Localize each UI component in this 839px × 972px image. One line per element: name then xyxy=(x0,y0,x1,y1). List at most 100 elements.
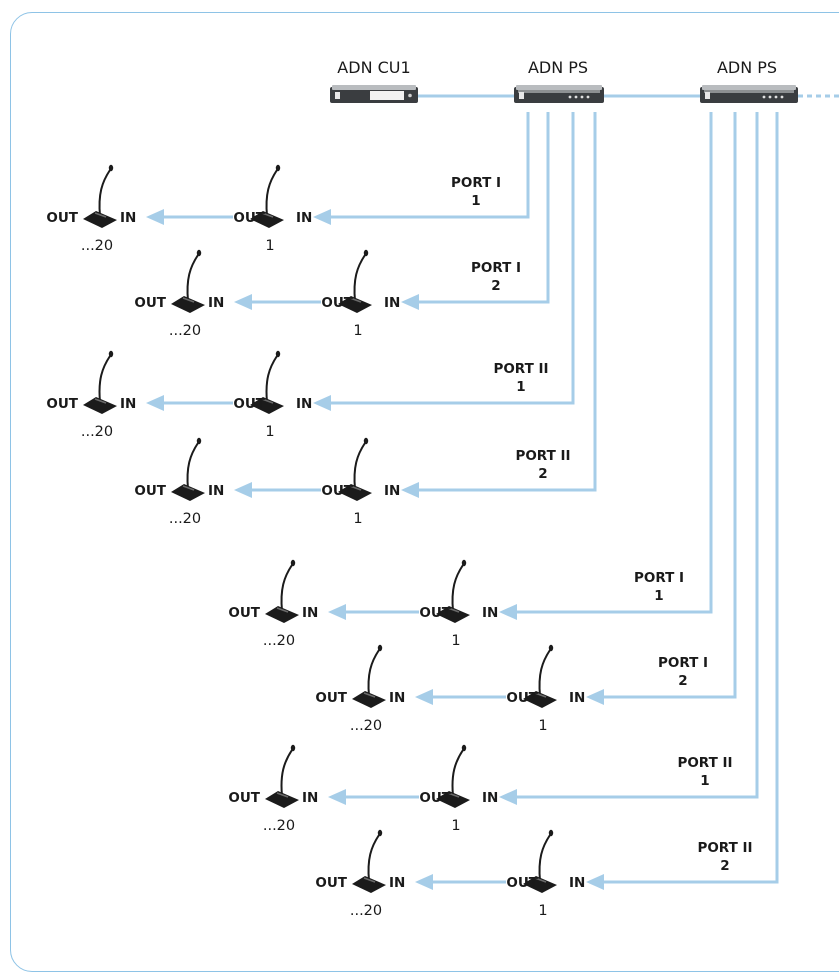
delegate-unit-8-last xyxy=(352,829,386,893)
unit-index-7-first: 1 xyxy=(451,818,460,834)
out-label-7b: OUT xyxy=(419,790,451,806)
unit-index-1-last: ...20 xyxy=(81,238,113,254)
device-label-ps1: ADN PS xyxy=(528,58,588,77)
out-label-4a: OUT xyxy=(134,483,166,499)
unit-index-6-first: 1 xyxy=(538,718,547,734)
arrow-in-6b xyxy=(586,689,604,705)
delegate-unit-2-last xyxy=(171,249,205,313)
in-label-3a: IN xyxy=(120,396,136,412)
delegate-unit-3-last xyxy=(83,350,117,414)
arrow-in-3a xyxy=(146,395,164,411)
unit-index-2-first: 1 xyxy=(353,323,362,339)
port-number-7: 1 xyxy=(700,773,709,789)
in-label-3b: IN xyxy=(296,396,312,412)
in-label-7a: IN xyxy=(302,790,318,806)
in-label-6a: IN xyxy=(389,690,405,706)
in-label-4b: IN xyxy=(384,483,400,499)
out-label-3a: OUT xyxy=(46,396,78,412)
port-cable-7 xyxy=(515,112,759,799)
port-label-8: PORT II xyxy=(697,840,752,856)
in-label-5a: IN xyxy=(302,605,318,621)
device-label-ps2: ADN PS xyxy=(717,58,777,77)
out-label-2a: OUT xyxy=(134,295,166,311)
in-label-7b: IN xyxy=(482,790,498,806)
out-label-8b: OUT xyxy=(506,875,538,891)
port-cable-6 xyxy=(602,112,737,699)
out-label-3b: OUT xyxy=(233,396,265,412)
arrow-in-8a xyxy=(415,874,433,890)
out-label-8a: OUT xyxy=(315,875,347,891)
in-label-1b: IN xyxy=(296,210,312,226)
delegate-unit-7-first xyxy=(436,744,470,808)
out-label-7a: OUT xyxy=(228,790,260,806)
arrow-in-7a xyxy=(328,789,346,805)
device-ps2 xyxy=(700,85,798,103)
in-label-8a: IN xyxy=(389,875,405,891)
out-label-1b: OUT xyxy=(233,210,265,226)
device-ps1 xyxy=(514,85,604,103)
unit-index-5-last: ...20 xyxy=(263,633,295,649)
delegate-unit-5-last xyxy=(265,559,299,623)
delegate-unit-4-first xyxy=(338,437,372,501)
delegate-unit-4-last xyxy=(171,437,205,501)
unit-index-5-first: 1 xyxy=(451,633,460,649)
arrow-in-2b xyxy=(401,294,419,310)
port-label-5: PORT I xyxy=(634,570,684,586)
device-cu1 xyxy=(330,85,418,103)
port-number-6: 2 xyxy=(678,673,687,689)
arrow-in-4b xyxy=(401,482,419,498)
unit-index-7-last: ...20 xyxy=(263,818,295,834)
delegate-unit-3-first xyxy=(250,350,284,414)
arrow-in-6a xyxy=(415,689,433,705)
out-label-5a: OUT xyxy=(228,605,260,621)
in-label-4a: IN xyxy=(208,483,224,499)
delegate-unit-6-last xyxy=(352,644,386,708)
port-cable-5 xyxy=(515,112,713,614)
unit-index-3-first: 1 xyxy=(265,424,274,440)
delegate-unit-5-first xyxy=(436,559,470,623)
unit-index-1-first: 1 xyxy=(265,238,274,254)
port-label-1: PORT I xyxy=(451,175,501,191)
out-label-5b: OUT xyxy=(419,605,451,621)
delegate-unit-6-first xyxy=(523,644,557,708)
in-label-8b: IN xyxy=(569,875,585,891)
port-cable-3 xyxy=(329,112,575,405)
in-label-6b: IN xyxy=(569,690,585,706)
unit-index-4-last: ...20 xyxy=(169,511,201,527)
port-label-7: PORT II xyxy=(677,755,732,771)
arrow-in-7b xyxy=(499,789,517,805)
out-label-4b: OUT xyxy=(321,483,353,499)
in-label-5b: IN xyxy=(482,605,498,621)
unit-index-6-last: ...20 xyxy=(350,718,382,734)
arrow-in-8b xyxy=(586,874,604,890)
arrow-in-5a xyxy=(328,604,346,620)
out-label-1a: OUT xyxy=(46,210,78,226)
unit-index-2-last: ...20 xyxy=(169,323,201,339)
arrow-in-5b xyxy=(499,604,517,620)
unit-index-8-last: ...20 xyxy=(350,903,382,919)
out-label-2b: OUT xyxy=(321,295,353,311)
port-cable-8 xyxy=(602,112,779,884)
port-number-2: 2 xyxy=(491,278,500,294)
port-number-4: 2 xyxy=(538,466,547,482)
port-label-3: PORT II xyxy=(493,361,548,377)
port-label-4: PORT II xyxy=(515,448,570,464)
port-number-8: 2 xyxy=(720,858,729,874)
in-label-2a: IN xyxy=(208,295,224,311)
unit-index-3-last: ...20 xyxy=(81,424,113,440)
device-label-cu1: ADN CU1 xyxy=(337,58,410,77)
port-label-6: PORT I xyxy=(658,655,708,671)
port-cable-1 xyxy=(329,112,530,219)
delegate-unit-1-first xyxy=(250,164,284,228)
port-number-5: 1 xyxy=(654,588,663,604)
out-label-6a: OUT xyxy=(315,690,347,706)
delegate-unit-8-first xyxy=(523,829,557,893)
arrow-in-1a xyxy=(146,209,164,225)
arrow-in-1b xyxy=(313,209,331,225)
port-cable-4 xyxy=(417,112,597,492)
unit-index-4-first: 1 xyxy=(353,511,362,527)
arrow-in-3b xyxy=(313,395,331,411)
arrow-in-2a xyxy=(234,294,252,310)
in-label-1a: IN xyxy=(120,210,136,226)
